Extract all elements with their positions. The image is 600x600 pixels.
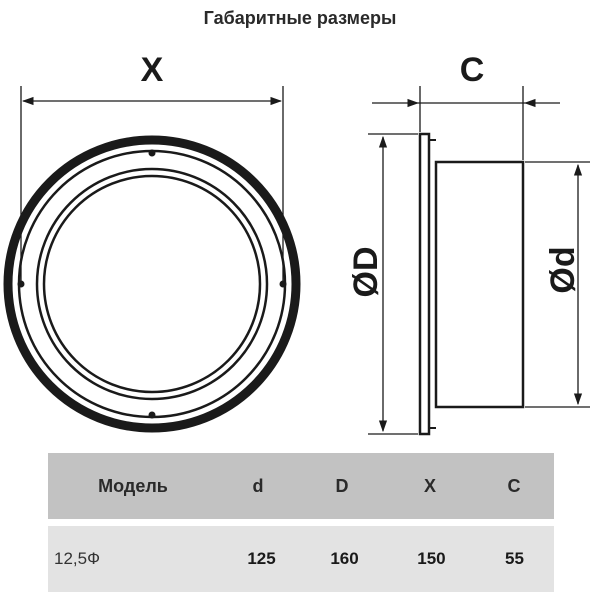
flange-inner-edge [17,149,287,419]
mounting-hole-right [279,280,287,288]
cell-x: 150 [417,549,446,568]
header-model: Модель [98,475,168,496]
table-header-row: Модель d D X C [48,453,554,519]
table-row: 12,5Ф 125 160 150 55 [48,526,554,592]
front-view [3,135,301,433]
dimension-drawing: X C ØD Ød [3,51,590,436]
cell-c: 55 [505,549,524,568]
side-flange [418,132,431,436]
page-title: Габаритные размеры [203,8,397,28]
header-x: X [423,475,436,496]
collar-inner-ring [42,174,262,394]
spec-table: Модель d D X C 12,5Ф 125 160 150 55 [48,453,554,592]
mounting-hole-top [148,149,156,157]
dimension-inner-diameter-label: Ød [544,246,582,293]
header-d: d [252,475,264,496]
mounting-holes [17,149,287,419]
mounting-hole-left [17,280,25,288]
cell-model: 12,5Ф [54,549,101,568]
dimension-c-label: C [460,51,485,89]
collar-outer-ring [35,167,269,401]
side-view [418,132,525,436]
side-collar [434,160,525,409]
dimension-outer-diameter [368,133,418,435]
dimension-c [372,86,560,160]
dimension-outer-diameter-label: ØD [347,247,385,298]
cell-d: 125 [247,549,276,568]
dimension-x-label: X [141,51,164,89]
cell-D: 160 [330,549,359,568]
flange-outer-ring [3,135,301,433]
header-c: C [507,475,521,496]
mounting-hole-bottom [148,411,156,419]
header-D: D [335,475,349,496]
dimension-inner-diameter [525,161,590,408]
dimension-x [20,86,284,282]
